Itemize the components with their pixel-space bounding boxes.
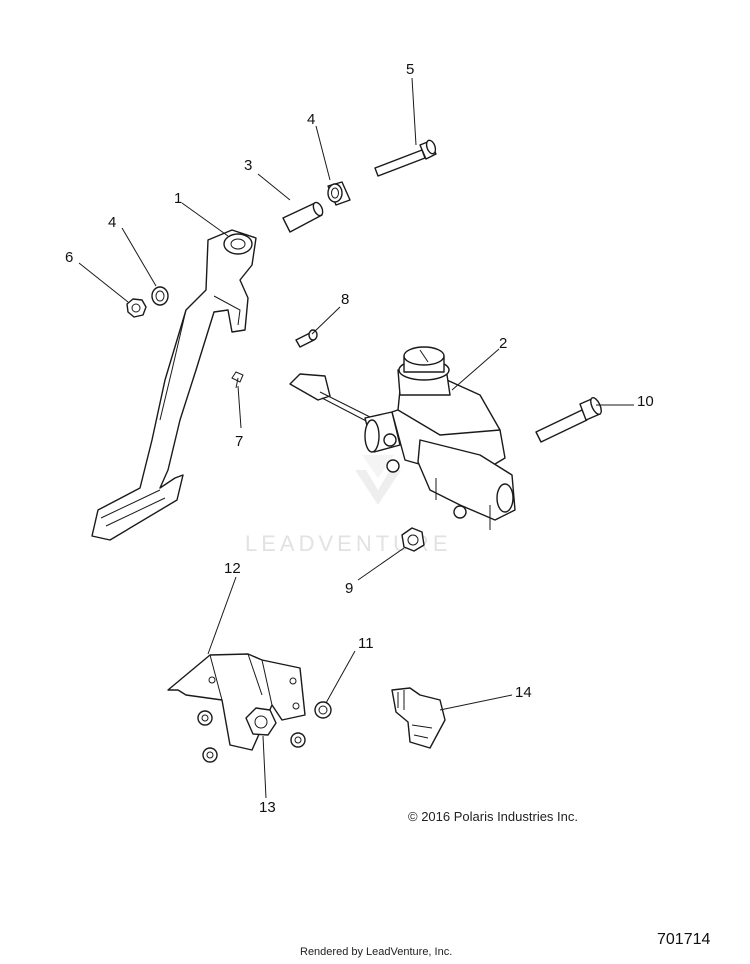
clevis-pin-8[interactable]: [295, 329, 318, 348]
sleeve-3[interactable]: [282, 201, 325, 233]
render-footer: Rendered by LeadVenture, Inc.: [300, 946, 453, 958]
callout-6: 6: [65, 249, 73, 266]
nut-bracket-b: [202, 747, 218, 763]
callout-14: 14: [515, 684, 532, 701]
bracket-12[interactable]: [167, 653, 306, 751]
callout-4-upper: 4: [307, 111, 315, 128]
switch-14[interactable]: [391, 687, 446, 749]
brake-pedal-1[interactable]: [91, 229, 257, 541]
bolt-10[interactable]: [535, 396, 603, 443]
callout-7: 7: [235, 433, 243, 450]
nut-11[interactable]: [314, 701, 332, 719]
nut-6[interactable]: [126, 298, 147, 318]
clip-7[interactable]: [231, 371, 244, 389]
callout-13: 13: [259, 799, 276, 816]
nut-bracket-a: [197, 710, 213, 726]
callout-4-left: 4: [108, 214, 116, 231]
washer-4-left[interactable]: [151, 286, 169, 306]
nut-13[interactable]: [245, 707, 277, 736]
leader-lines: [78, 77, 634, 799]
callout-3: 3: [244, 157, 252, 174]
nut-9[interactable]: [401, 527, 425, 552]
callout-2: 2: [499, 335, 507, 352]
copyright-notice: © 2016 Polaris Industries Inc.: [408, 809, 578, 824]
callout-8: 8: [341, 291, 349, 308]
bolt-5[interactable]: [374, 139, 437, 177]
bushing-4-upper[interactable]: [327, 181, 351, 206]
callout-12: 12: [224, 560, 241, 577]
callout-9: 9: [345, 580, 353, 597]
callout-5: 5: [406, 61, 414, 78]
watermark-logo: [355, 455, 401, 505]
diagram-number: 701714: [657, 931, 711, 948]
callout-10: 10: [637, 393, 654, 410]
callout-1: 1: [174, 190, 182, 207]
master-cylinder-2[interactable]: [289, 346, 516, 530]
callout-11: 11: [358, 635, 374, 652]
nut-bracket-c: [290, 732, 306, 748]
